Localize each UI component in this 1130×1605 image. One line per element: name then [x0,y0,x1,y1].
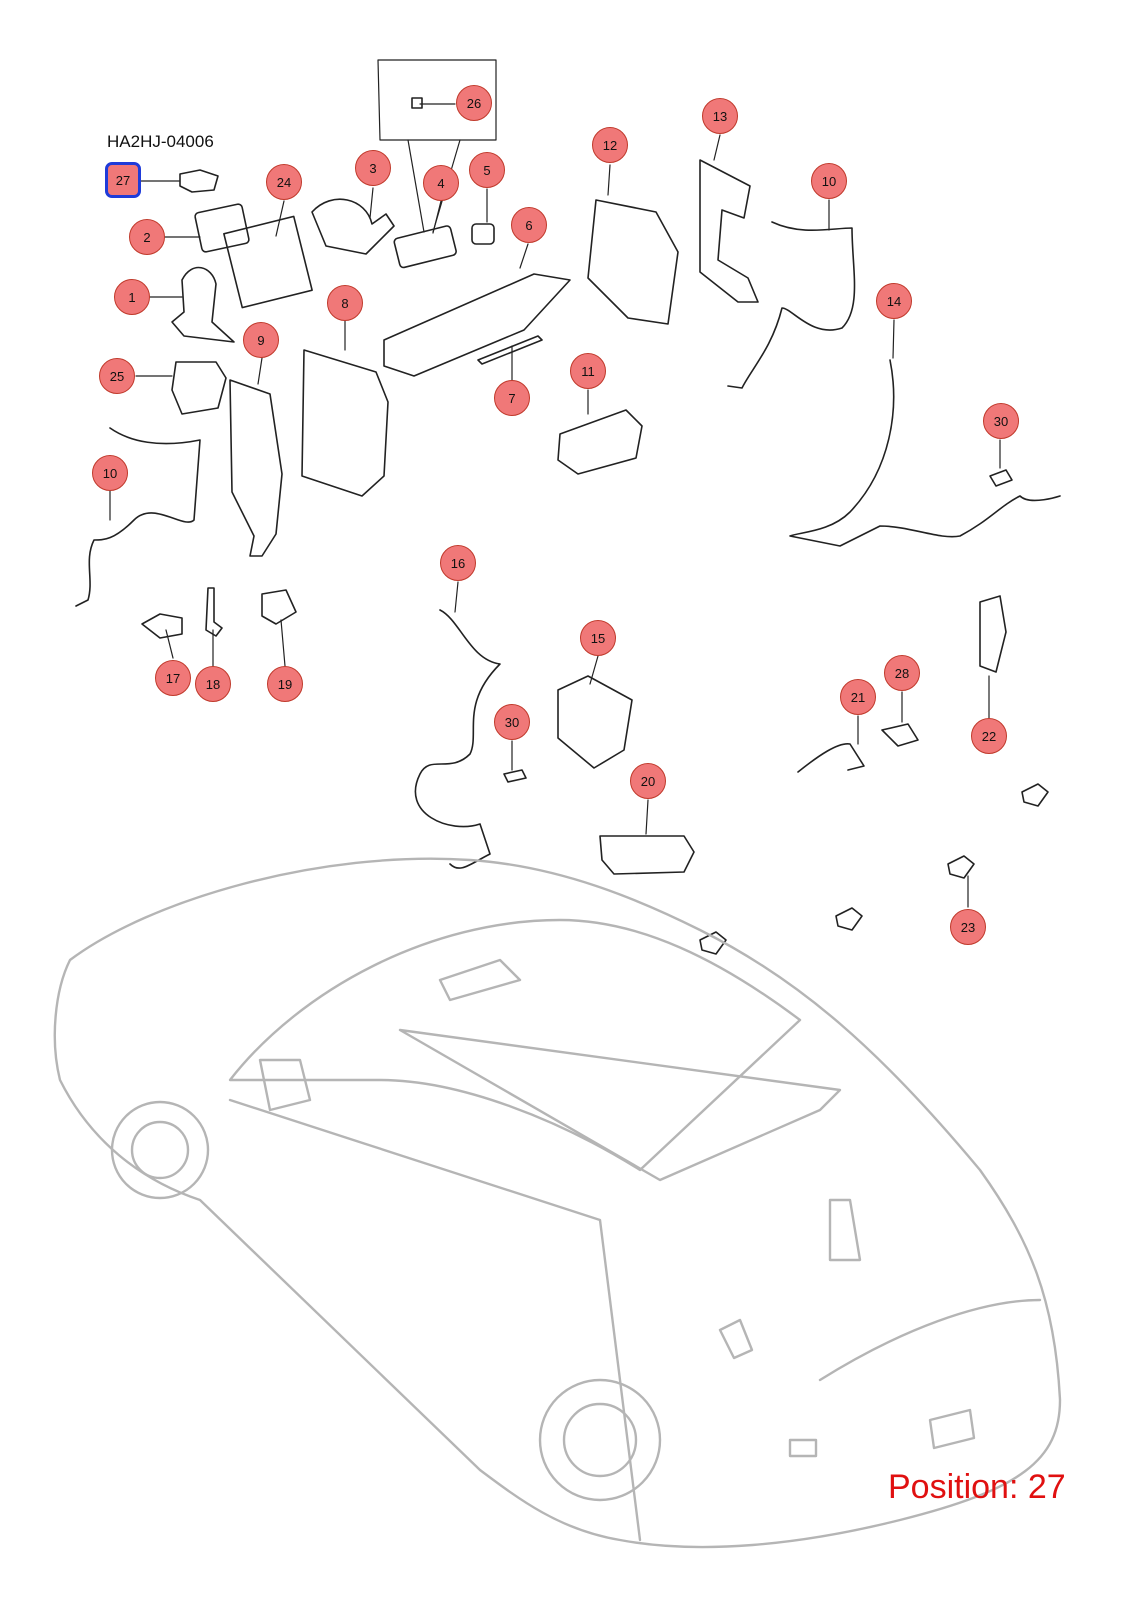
part-1-horn [171,266,235,343]
part-10-sensor-upper [727,221,856,389]
callout-17[interactable]: 17 [155,660,191,696]
callout-22[interactable]: 22 [971,718,1007,754]
leader-lines [109,59,1001,908]
part-27-bracket [179,169,219,193]
part-25-module [171,361,227,415]
part-23-sensor-a [1021,783,1049,807]
part-8-ecu [301,349,389,497]
part-6-console [383,273,571,377]
callout-12[interactable]: 12 [592,127,628,163]
callout-10[interactable]: 10 [92,455,128,491]
part-26-clip [411,97,423,109]
part-18-valve [205,587,223,637]
part-23-sensor-d [699,931,727,955]
part-13-bracket [699,159,759,303]
part-9-bracket [229,379,283,557]
callout-28[interactable]: 28 [884,655,920,691]
callout-19[interactable]: 19 [267,666,303,702]
callout-30[interactable]: 30 [494,704,530,740]
part-7-strip [477,335,543,365]
callout-1[interactable]: 1 [114,279,150,315]
part-30-sensor-upper [989,469,1013,487]
callout-14[interactable]: 14 [876,283,912,319]
part-4-module [393,225,457,269]
part-12-bcm [587,199,679,325]
callout-3[interactable]: 3 [355,150,391,186]
diagram-code: HA2HJ-04006 [107,132,214,151]
callout-6[interactable]: 6 [511,207,547,243]
part-17-tpms [141,613,183,639]
part-22-handle [979,595,1007,673]
callout-23[interactable]: 23 [950,909,986,945]
part-20-module [599,835,695,875]
callout-21[interactable]: 21 [840,679,876,715]
callout-15[interactable]: 15 [580,620,616,656]
callout-18[interactable]: 18 [195,666,231,702]
callout-4[interactable]: 4 [423,165,459,201]
callout-11[interactable]: 11 [570,353,606,389]
part-3-horn [311,198,395,255]
callout-10[interactable]: 10 [811,163,847,199]
callout-27[interactable]: 27 [105,162,141,198]
position-label: Position: 27 [888,1468,1066,1506]
callout-13[interactable]: 13 [702,98,738,134]
part-16-harness [414,609,501,869]
callout-5[interactable]: 5 [469,152,505,188]
parts-group [75,97,1061,955]
callout-7[interactable]: 7 [494,380,530,416]
part-23-sensor-c [835,907,863,931]
part-14-harness [789,359,1061,547]
part-2-module [194,203,250,253]
part-11-module [557,409,643,475]
callout-2[interactable]: 2 [129,219,165,255]
callout-24[interactable]: 24 [266,164,302,200]
part-24-fusebox [223,215,313,309]
callout-9[interactable]: 9 [243,322,279,358]
part-19-sensor [261,589,297,625]
part-21-harness [797,743,865,773]
part-28-bracket [881,723,919,747]
callout-16[interactable]: 16 [440,545,476,581]
part-10-sensor-lower [75,427,201,607]
callout-8[interactable]: 8 [327,285,363,321]
part-30-sensor-lower [503,769,527,783]
part-5-sensor [471,223,495,245]
callout-20[interactable]: 20 [630,763,666,799]
part-15-module [557,675,633,769]
part-23-sensor-b [947,855,975,879]
car-outline [53,857,1062,1549]
callout-26[interactable]: 26 [456,85,492,121]
callout-25[interactable]: 25 [99,358,135,394]
callout-30[interactable]: 30 [983,403,1019,439]
